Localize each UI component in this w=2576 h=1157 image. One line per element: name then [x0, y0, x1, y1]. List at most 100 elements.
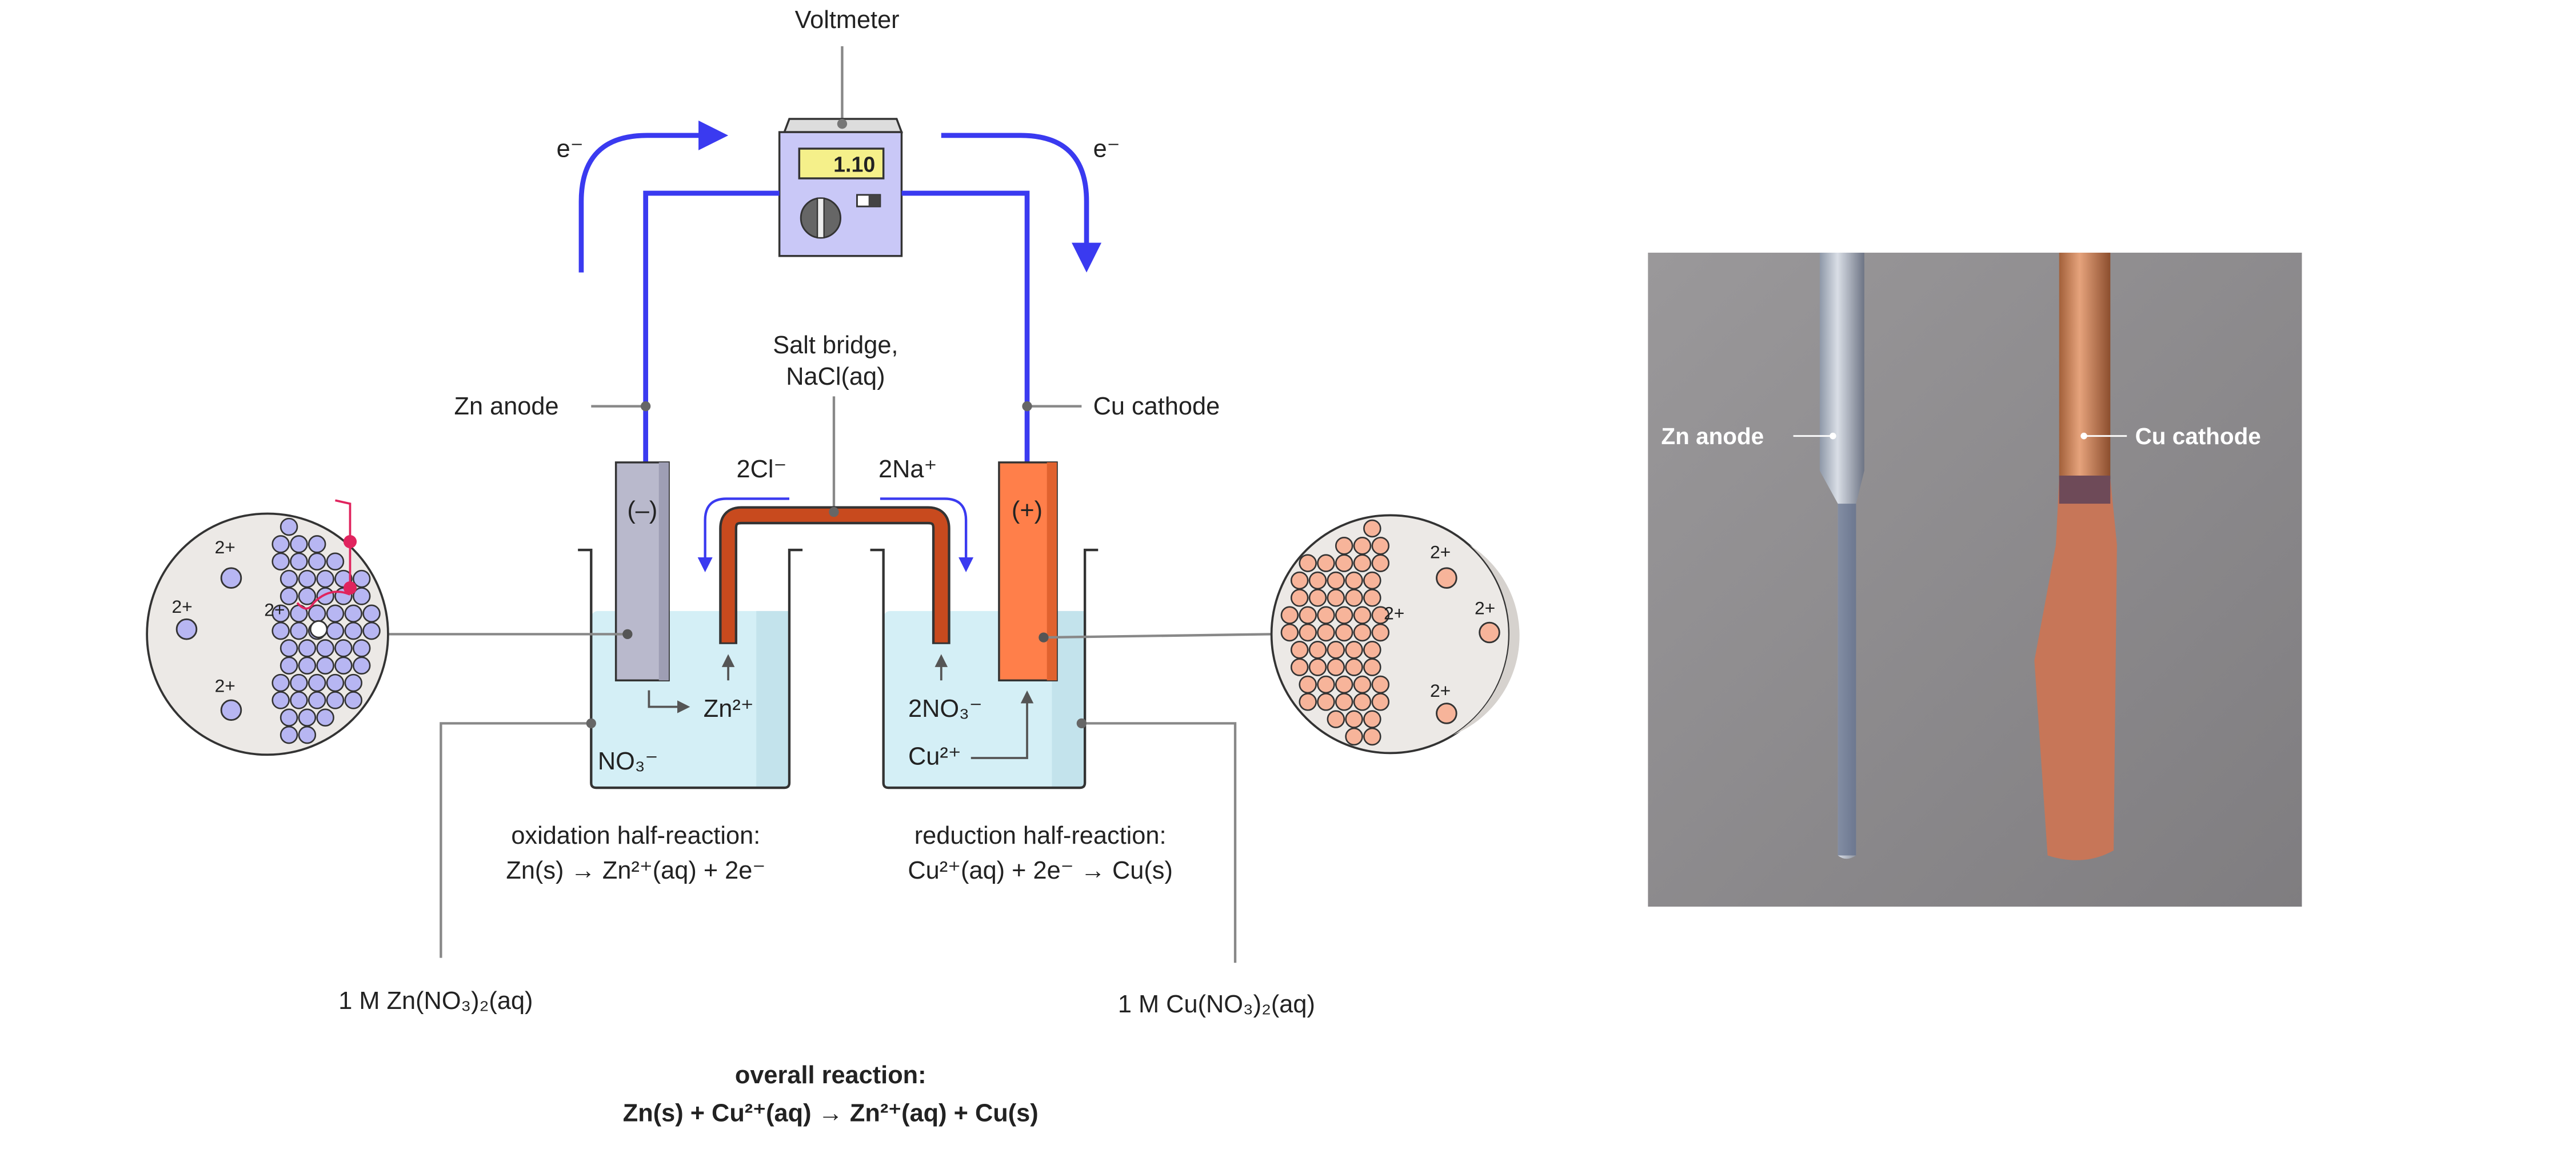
photo-cu-cathode-label: Cu cathode [2135, 423, 2261, 449]
zn-ion-label: Zn²⁺ [704, 695, 754, 723]
right-solution-label: 1 M Cu(NO₃)₂(aq) [1118, 991, 1315, 1018]
zn-anode-label: Zn anode [454, 393, 559, 420]
atom [298, 569, 317, 588]
atom [279, 725, 298, 744]
atom [271, 621, 290, 640]
atom [1308, 589, 1327, 607]
oxidation-equation: Zn(s) → Zn²⁺(aq) + 2e⁻ [506, 857, 765, 884]
atom [307, 691, 326, 709]
ion-charge-label: 2+ [215, 675, 235, 696]
ion-charge-label: 2+ [264, 600, 285, 620]
atom [1327, 571, 1345, 590]
atom [279, 587, 298, 605]
atom [1371, 623, 1390, 642]
atom [1345, 710, 1363, 728]
atom [1353, 675, 1372, 694]
photo-zn-anode-label: Zn anode [1661, 423, 1764, 449]
atom [1371, 693, 1390, 711]
atom [271, 673, 290, 692]
zinc-electrode: (–) [614, 461, 670, 681]
atom [1280, 623, 1299, 642]
atom [316, 708, 334, 727]
atom [298, 587, 317, 605]
atom [298, 725, 317, 744]
atom [1317, 606, 1335, 624]
atom [290, 691, 308, 709]
atom [271, 552, 290, 570]
atom [1335, 537, 1353, 555]
atom [344, 621, 363, 640]
atom [290, 621, 308, 640]
atom [298, 639, 317, 657]
oxidation-title: oxidation half-reaction: [511, 822, 760, 849]
atom [326, 621, 345, 640]
anion-flow-arrow [697, 497, 789, 573]
cu-cathode-label: Cu cathode [1093, 393, 1220, 420]
atom [1299, 675, 1317, 694]
atom [1371, 537, 1390, 555]
atom [298, 656, 317, 675]
atom [1335, 554, 1353, 572]
atom [352, 639, 371, 657]
atom [1353, 623, 1372, 642]
atom [1345, 727, 1363, 746]
atom [334, 639, 353, 657]
reduction-equation: Cu²⁺(aq) + 2e⁻ → Cu(s) [908, 857, 1173, 884]
atom [1335, 693, 1353, 711]
atom [1290, 571, 1309, 590]
cation-flow-arrow [880, 497, 974, 573]
atom [352, 587, 371, 605]
atom [290, 552, 308, 570]
atom [1363, 641, 1381, 659]
atom [279, 656, 298, 675]
electron-label-right: e⁻ [1093, 135, 1120, 162]
atom [1335, 675, 1353, 694]
atom [298, 708, 317, 727]
atom [1353, 606, 1372, 624]
external-wire [643, 190, 1030, 462]
atom [279, 639, 298, 657]
atom [334, 656, 353, 675]
atom [1371, 554, 1390, 572]
atom [1327, 641, 1345, 659]
atom [1317, 693, 1335, 711]
ion-charge-label: 2+ [171, 596, 192, 617]
atom [1353, 693, 1372, 711]
atom [1327, 589, 1345, 607]
atom [316, 639, 334, 657]
atom [326, 673, 345, 692]
electron-flow-arrow-right [941, 133, 1102, 273]
cation-flow-label: 2Na⁺ [878, 456, 937, 483]
ion-charge-label: 2+ [215, 537, 235, 557]
atom [1345, 589, 1363, 607]
atom [352, 656, 371, 675]
atom [1290, 641, 1309, 659]
electron-flow-arrow-left [578, 120, 729, 273]
atom [1317, 554, 1335, 572]
atom [1327, 658, 1345, 676]
atom [271, 604, 290, 623]
right-nitrate-label: 2NO₃⁻ [908, 695, 983, 723]
atom [326, 691, 345, 709]
atom [344, 604, 363, 623]
voltmeter-reading: 1.10 [833, 152, 875, 176]
atom [1371, 606, 1390, 624]
atom [326, 552, 345, 570]
atom [326, 604, 345, 623]
atom [279, 708, 298, 727]
atom [1290, 589, 1309, 607]
copper-rod [2059, 253, 2111, 479]
atom [1317, 623, 1335, 642]
atom [1345, 641, 1363, 659]
overall-title: overall reaction: [735, 1062, 926, 1089]
atom [1308, 571, 1327, 590]
ion-charge-label: 2+ [1430, 541, 1451, 562]
atom [344, 691, 363, 709]
zinc-surface-magnified: 2+ 2+ 2+ 2+ [146, 499, 389, 756]
atom [307, 552, 326, 570]
atom [307, 673, 326, 692]
atom [1363, 589, 1381, 607]
atom [279, 569, 298, 588]
atom [1299, 693, 1317, 711]
